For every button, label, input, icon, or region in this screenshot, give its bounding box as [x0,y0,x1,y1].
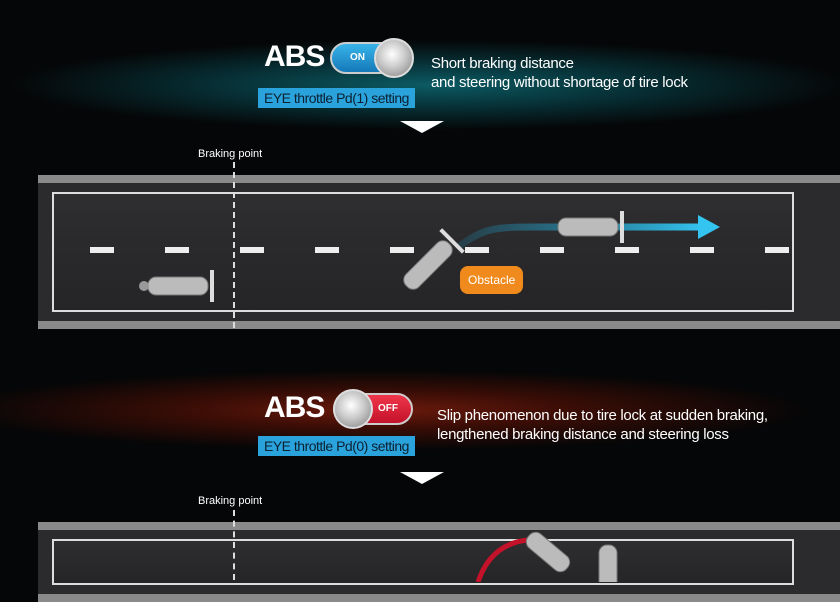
abs-on-title: ABS [264,40,325,73]
motorcycle-icon [525,531,571,573]
obstacle-badge: Obstacle [460,266,524,294]
trajectory-arrowhead [698,215,720,239]
motorcycle-icon [557,211,624,243]
abs-off-glow-band [0,370,840,480]
braking-point-line [233,162,235,328]
road-diagram [90,211,789,302]
braking-point-label: Braking point [198,495,263,507]
toggle-off-label: OFF [378,403,398,414]
down-arrow-icon [400,472,444,484]
description-line: Slip phenomenon due to tire lock at sudd… [437,407,768,424]
motorcycle-icon [598,544,618,582]
abs-off-title: ABS [264,391,325,424]
toggle-knob [374,38,414,78]
description-line: lengthened braking distance and steering… [437,426,729,443]
description-line: Short braking distance [431,55,574,72]
motorcycle-icon [139,270,214,302]
abs-off-description: Slip phenomenon due to tire lock at sudd… [437,406,768,444]
motorcycle-icon [403,228,465,290]
abs-off-toggle[interactable]: OFF [333,389,413,429]
abs-on-toggle[interactable]: ON [330,38,414,78]
abs-on-setting-label: EYE throttle Pd(1) setting [258,88,415,108]
abs-on-description: Short braking distance and steering with… [431,54,688,92]
down-arrow-icon [400,121,444,133]
braking-point-label: Braking point [198,148,263,160]
skid-trajectory [475,537,529,582]
lane-dashes [90,247,789,253]
abs-off-setting-label: EYE throttle Pd(0) setting [258,436,415,456]
toggle-knob [333,389,373,429]
description-line: and steering without shortage of tire lo… [431,74,688,91]
braking-point-line [233,510,235,580]
trajectory-after [455,223,703,250]
toggle-on-label: ON [350,52,365,63]
abs-on-glow-band [0,20,840,130]
road-diagram [475,531,618,582]
road-abs-on [38,175,840,329]
road-abs-off [38,522,840,602]
